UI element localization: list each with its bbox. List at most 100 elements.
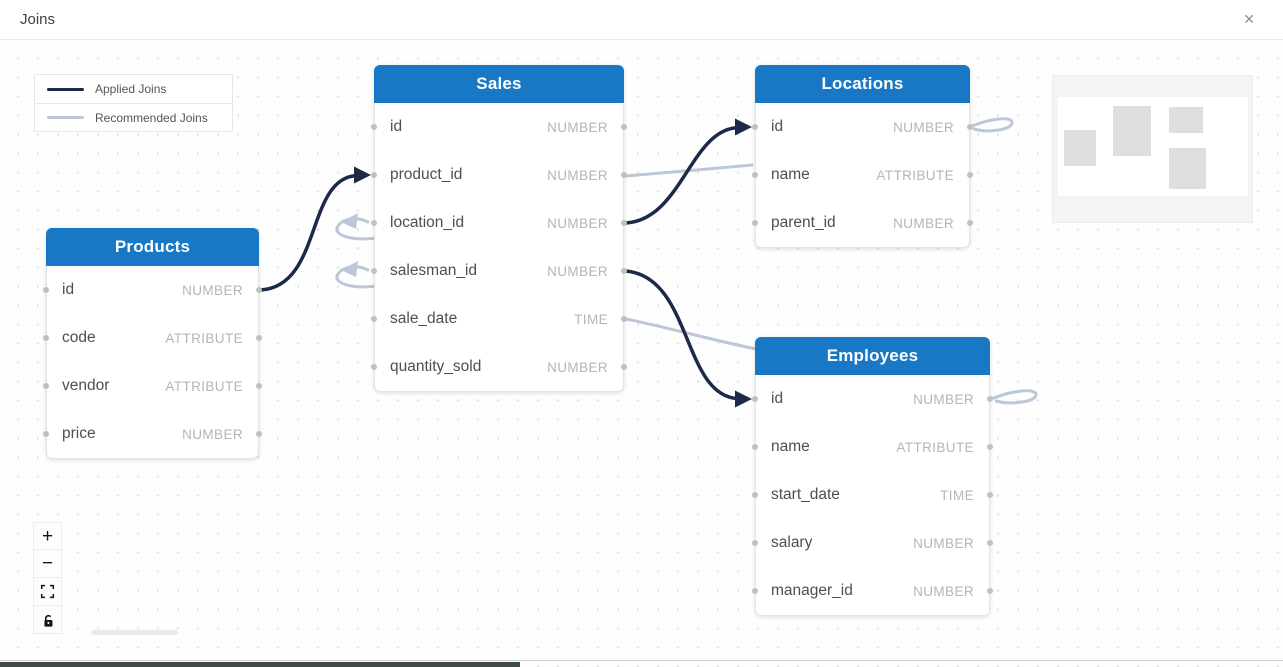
join-port-left[interactable] [752, 492, 758, 498]
applied-join-swatch [47, 87, 84, 91]
join-port-left[interactable] [752, 172, 758, 178]
join-port-left[interactable] [752, 220, 758, 226]
join-port-right[interactable] [256, 335, 262, 341]
table-row[interactable]: name ATTRIBUTE [752, 151, 973, 199]
field-type: NUMBER [913, 391, 974, 407]
field-type: NUMBER [547, 167, 608, 183]
field-type: TIME [940, 487, 974, 503]
background-window-edge [0, 662, 520, 667]
join-port-right[interactable] [621, 220, 627, 226]
join-port-left[interactable] [371, 124, 377, 130]
join-port-left[interactable] [43, 335, 49, 341]
field-name: price [62, 425, 96, 442]
table-row[interactable]: vendor ATTRIBUTE [43, 362, 262, 410]
table-row[interactable]: salesman_id NUMBER [371, 247, 627, 295]
field-name: code [62, 329, 96, 346]
table-card-sales[interactable]: Sales id NUMBER product_id NUMBER locati… [371, 65, 627, 392]
table-row[interactable]: id NUMBER [752, 375, 993, 423]
join-port-right[interactable] [256, 431, 262, 437]
table-row[interactable]: salary NUMBER [752, 519, 993, 567]
recommended-join-sales-product-to-locations[interactable] [624, 163, 754, 178]
join-port-right[interactable] [987, 588, 993, 594]
recommended-join-loop-locations-id[interactable] [970, 117, 1014, 133]
join-port-right[interactable] [621, 124, 627, 130]
table-card-employees[interactable]: Employees id NUMBER name ATTRIBUTE start… [752, 337, 993, 616]
table-title[interactable]: Products [46, 228, 259, 266]
table-row[interactable]: price NUMBER [43, 410, 262, 458]
table-row[interactable]: code ATTRIBUTE [43, 314, 262, 362]
zoom-out-button[interactable]: − [33, 550, 62, 578]
join-port-left[interactable] [371, 364, 377, 370]
join-port-left[interactable] [43, 383, 49, 389]
table-body: id NUMBER name ATTRIBUTE parent_id NUMBE… [752, 103, 973, 248]
zoom-in-button[interactable]: + [33, 522, 62, 550]
field-name: sale_date [390, 310, 458, 327]
table-title[interactable]: Locations [755, 65, 970, 103]
join-port-left[interactable] [43, 287, 49, 293]
join-port-right[interactable] [621, 364, 627, 370]
join-port-left[interactable] [752, 444, 758, 450]
legend-row-recommended: Recommended Joins [35, 103, 232, 131]
table-row[interactable]: start_date TIME [752, 471, 993, 519]
table-row[interactable]: id NUMBER [43, 266, 262, 314]
table-row[interactable]: sale_date TIME [371, 295, 627, 343]
table-row[interactable]: id NUMBER [752, 103, 973, 151]
field-type: NUMBER [547, 359, 608, 375]
join-port-right[interactable] [967, 220, 973, 226]
join-port-left[interactable] [371, 316, 377, 322]
table-card-products[interactable]: Products id NUMBER code ATTRIBUTE vendor… [43, 228, 262, 459]
field-name: start_date [771, 486, 840, 503]
join-port-right[interactable] [621, 316, 627, 322]
join-port-right[interactable] [621, 268, 627, 274]
fit-to-screen-icon [40, 584, 55, 599]
field-name: salesman_id [390, 262, 478, 279]
field-type: NUMBER [913, 535, 974, 551]
join-port-right[interactable] [987, 396, 993, 402]
table-row[interactable]: manager_id NUMBER [752, 567, 993, 615]
join-port-right[interactable] [987, 540, 993, 546]
table-row[interactable]: name ATTRIBUTE [752, 423, 993, 471]
table-card-locations[interactable]: Locations id NUMBER name ATTRIBUTE paren… [752, 65, 973, 248]
join-port-left[interactable] [752, 588, 758, 594]
field-type: NUMBER [893, 119, 954, 135]
legend-label: Recommended Joins [95, 110, 208, 125]
table-row[interactable]: location_id NUMBER [371, 199, 627, 247]
field-name: id [390, 118, 403, 135]
field-type: NUMBER [182, 426, 243, 442]
lock-canvas-button[interactable] [33, 606, 62, 634]
table-row[interactable]: parent_id NUMBER [752, 199, 973, 247]
join-port-right[interactable] [256, 287, 262, 293]
join-port-left[interactable] [371, 220, 377, 226]
legend-row-applied: Applied Joins [35, 75, 232, 103]
join-port-right[interactable] [967, 124, 973, 130]
join-port-left[interactable] [752, 396, 758, 402]
table-body: id NUMBER name ATTRIBUTE start_date TIME… [752, 375, 993, 616]
join-port-right[interactable] [621, 172, 627, 178]
table-title[interactable]: Sales [374, 65, 624, 103]
field-type: TIME [574, 311, 608, 327]
join-port-right[interactable] [987, 492, 993, 498]
minimap[interactable] [1052, 75, 1253, 223]
table-row[interactable]: quantity_sold NUMBER [371, 343, 627, 391]
join-port-right[interactable] [967, 172, 973, 178]
recommended-join-sales-saledate-to-employees[interactable] [624, 317, 758, 351]
table-row[interactable]: id NUMBER [371, 103, 627, 151]
minimap-table-employees [1169, 148, 1206, 189]
join-port-left[interactable] [752, 540, 758, 546]
join-port-right[interactable] [256, 383, 262, 389]
field-type: NUMBER [893, 215, 954, 231]
table-title[interactable]: Employees [755, 337, 990, 375]
join-port-right[interactable] [987, 444, 993, 450]
join-port-left[interactable] [371, 172, 377, 178]
join-port-left[interactable] [43, 431, 49, 437]
close-icon[interactable]: ✕ [1243, 11, 1255, 27]
join-port-left[interactable] [752, 124, 758, 130]
table-row[interactable]: product_id NUMBER [371, 151, 627, 199]
join-port-left[interactable] [371, 268, 377, 274]
fit-to-screen-button[interactable] [33, 578, 62, 606]
table-body: id NUMBER code ATTRIBUTE vendor ATTRIBUT… [43, 266, 262, 459]
recommended-join-loop-employees-id[interactable] [992, 389, 1038, 405]
minimap-table-products [1064, 130, 1096, 166]
horizontal-scrollbar-thumb[interactable] [91, 630, 178, 635]
field-type: ATTRIBUTE [165, 330, 243, 346]
